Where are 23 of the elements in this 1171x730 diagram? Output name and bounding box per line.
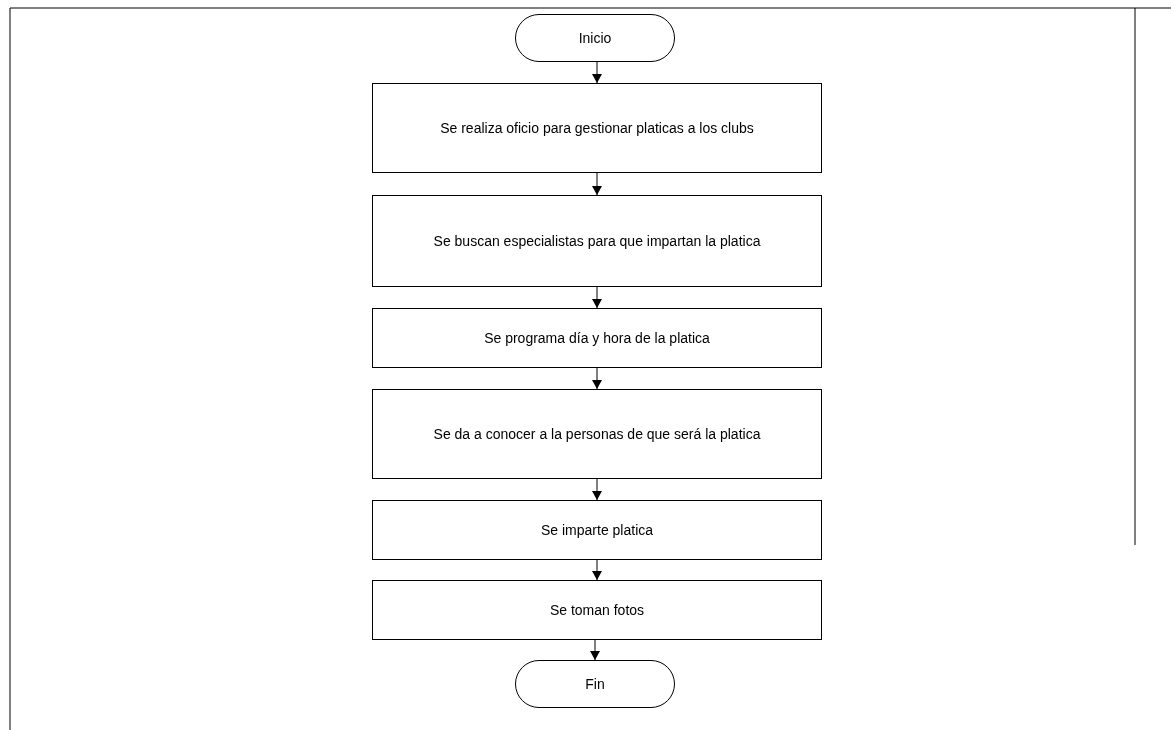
process-box bbox=[372, 500, 822, 560]
arrow bbox=[592, 478, 602, 501]
arrow bbox=[592, 172, 602, 196]
process-box bbox=[372, 308, 822, 368]
arrow bbox=[592, 286, 602, 309]
node-text: Se buscan especialistas para que impartan la platica bbox=[433, 231, 761, 251]
arrow bbox=[592, 559, 602, 581]
node-text: Inicio bbox=[578, 28, 612, 48]
node-text: Se programa día y hora de la platica bbox=[484, 328, 710, 348]
terminal-shape bbox=[515, 660, 675, 708]
arrow bbox=[592, 61, 602, 84]
node-text: Fin bbox=[585, 674, 605, 694]
arrow bbox=[590, 639, 600, 661]
node-text: Se toman fotos bbox=[549, 600, 645, 620]
process-box bbox=[372, 389, 822, 479]
process-box bbox=[372, 195, 822, 287]
node-text: Se da a conocer a la personas de que será la platica bbox=[433, 424, 761, 444]
process-box bbox=[372, 83, 822, 173]
arrow bbox=[592, 367, 602, 390]
terminal-shape bbox=[515, 14, 675, 62]
node-text: Se imparte platica bbox=[540, 520, 654, 540]
process-box bbox=[372, 580, 822, 640]
node-text: Se realiza oficio para gestionar platicas a los clubs bbox=[440, 118, 754, 138]
